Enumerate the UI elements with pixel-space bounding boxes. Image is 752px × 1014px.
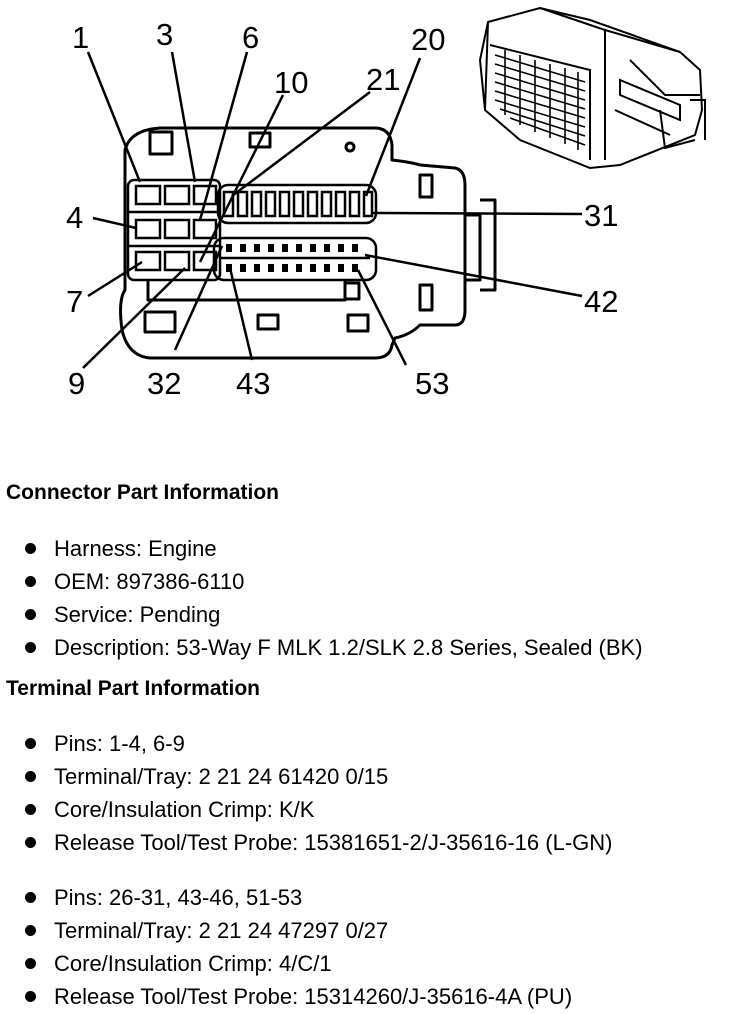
connector-diagram: 1 3 6 10 21 20 4 31 7 42 9 32 43 53: [0, 0, 752, 420]
list-item: Core/Insulation Crimp: 4/C/1: [0, 947, 572, 980]
oem-text: OEM: 897386-6110: [54, 569, 245, 594]
bullet-icon: [25, 991, 36, 1002]
list-item: Terminal/Tray: 2 21 24 47297 0/27: [0, 914, 572, 947]
callout-pin-20: 20: [411, 22, 445, 57]
list-item: Release Tool/Test Probe: 15381651-2/J-35…: [0, 826, 612, 859]
list-item: Harness: Engine: [0, 532, 643, 565]
callout-pin-6: 6: [242, 20, 259, 55]
bullet-icon: [25, 609, 36, 620]
harness-text: Harness: Engine: [54, 536, 217, 561]
callout-pin-4: 4: [66, 200, 83, 235]
list-item: Core/Insulation Crimp: K/K: [0, 793, 612, 826]
list-item: OEM: 897386-6110: [0, 565, 643, 598]
bullet-icon: [25, 576, 36, 587]
callout-pin-3: 3: [156, 17, 173, 52]
bullet-icon: [25, 925, 36, 936]
list-item: Pins: 1-4, 6-9: [0, 727, 612, 760]
crimp-text: Core/Insulation Crimp: 4/C/1: [54, 951, 332, 976]
callout-pin-21: 21: [366, 62, 400, 97]
list-item: Description: 53-Way F MLK 1.2/SLK 2.8 Se…: [0, 631, 643, 664]
callout-pin-1: 1: [72, 20, 89, 55]
callout-pin-9: 9: [68, 366, 85, 401]
terminal-info-heading: Terminal Part Information: [6, 677, 260, 700]
bullet-icon: [25, 892, 36, 903]
list-item: Release Tool/Test Probe: 15314260/J-3561…: [0, 980, 572, 1013]
bullet-icon: [25, 804, 36, 815]
terminal-tray-text: Terminal/Tray: 2 21 24 47297 0/27: [54, 918, 389, 943]
bullet-icon: [25, 771, 36, 782]
terminal-tray-text: Terminal/Tray: 2 21 24 61420 0/15: [54, 764, 389, 789]
release-tool-text: Release Tool/Test Probe: 15314260/J-3561…: [54, 984, 573, 1009]
bullet-icon: [25, 837, 36, 848]
connector-isometric-illustration: [478, 6, 706, 170]
list-item: Service: Pending: [0, 598, 643, 631]
connector-info-list: Harness: Engine OEM: 897386-6110 Service…: [0, 532, 643, 664]
description-text: Description: 53-Way F MLK 1.2/SLK 2.8 Se…: [54, 635, 643, 660]
crimp-text: Core/Insulation Crimp: K/K: [54, 797, 315, 822]
callout-pin-10: 10: [274, 65, 308, 100]
connector-info-heading: Connector Part Information: [6, 481, 280, 504]
callout-pin-53: 53: [415, 366, 449, 401]
callout-pin-31: 31: [584, 198, 618, 233]
bullet-icon: [25, 958, 36, 969]
bullet-icon: [25, 642, 36, 653]
list-item: Pins: 26-31, 43-46, 51-53: [0, 881, 572, 914]
pins-text: Pins: 1-4, 6-9: [54, 731, 185, 756]
bullet-icon: [25, 738, 36, 749]
terminal-group-1-list: Pins: 1-4, 6-9 Terminal/Tray: 2 21 24 61…: [0, 727, 612, 859]
connector-face-drawing: 1 3 6 10 21 20 4 31 7 42 9 32 43 53: [66, 6, 706, 401]
callout-pin-32: 32: [147, 366, 181, 401]
callout-pin-43: 43: [236, 366, 270, 401]
terminal-group-2-list: Pins: 26-31, 43-46, 51-53 Terminal/Tray:…: [0, 881, 572, 1013]
callout-pin-42: 42: [584, 284, 618, 319]
release-tool-text: Release Tool/Test Probe: 15381651-2/J-35…: [54, 830, 613, 855]
list-item: Terminal/Tray: 2 21 24 61420 0/15: [0, 760, 612, 793]
pins-text: Pins: 26-31, 43-46, 51-53: [54, 885, 303, 910]
bullet-icon: [25, 543, 36, 554]
callout-pin-7: 7: [66, 284, 83, 319]
service-text: Service: Pending: [54, 602, 221, 627]
